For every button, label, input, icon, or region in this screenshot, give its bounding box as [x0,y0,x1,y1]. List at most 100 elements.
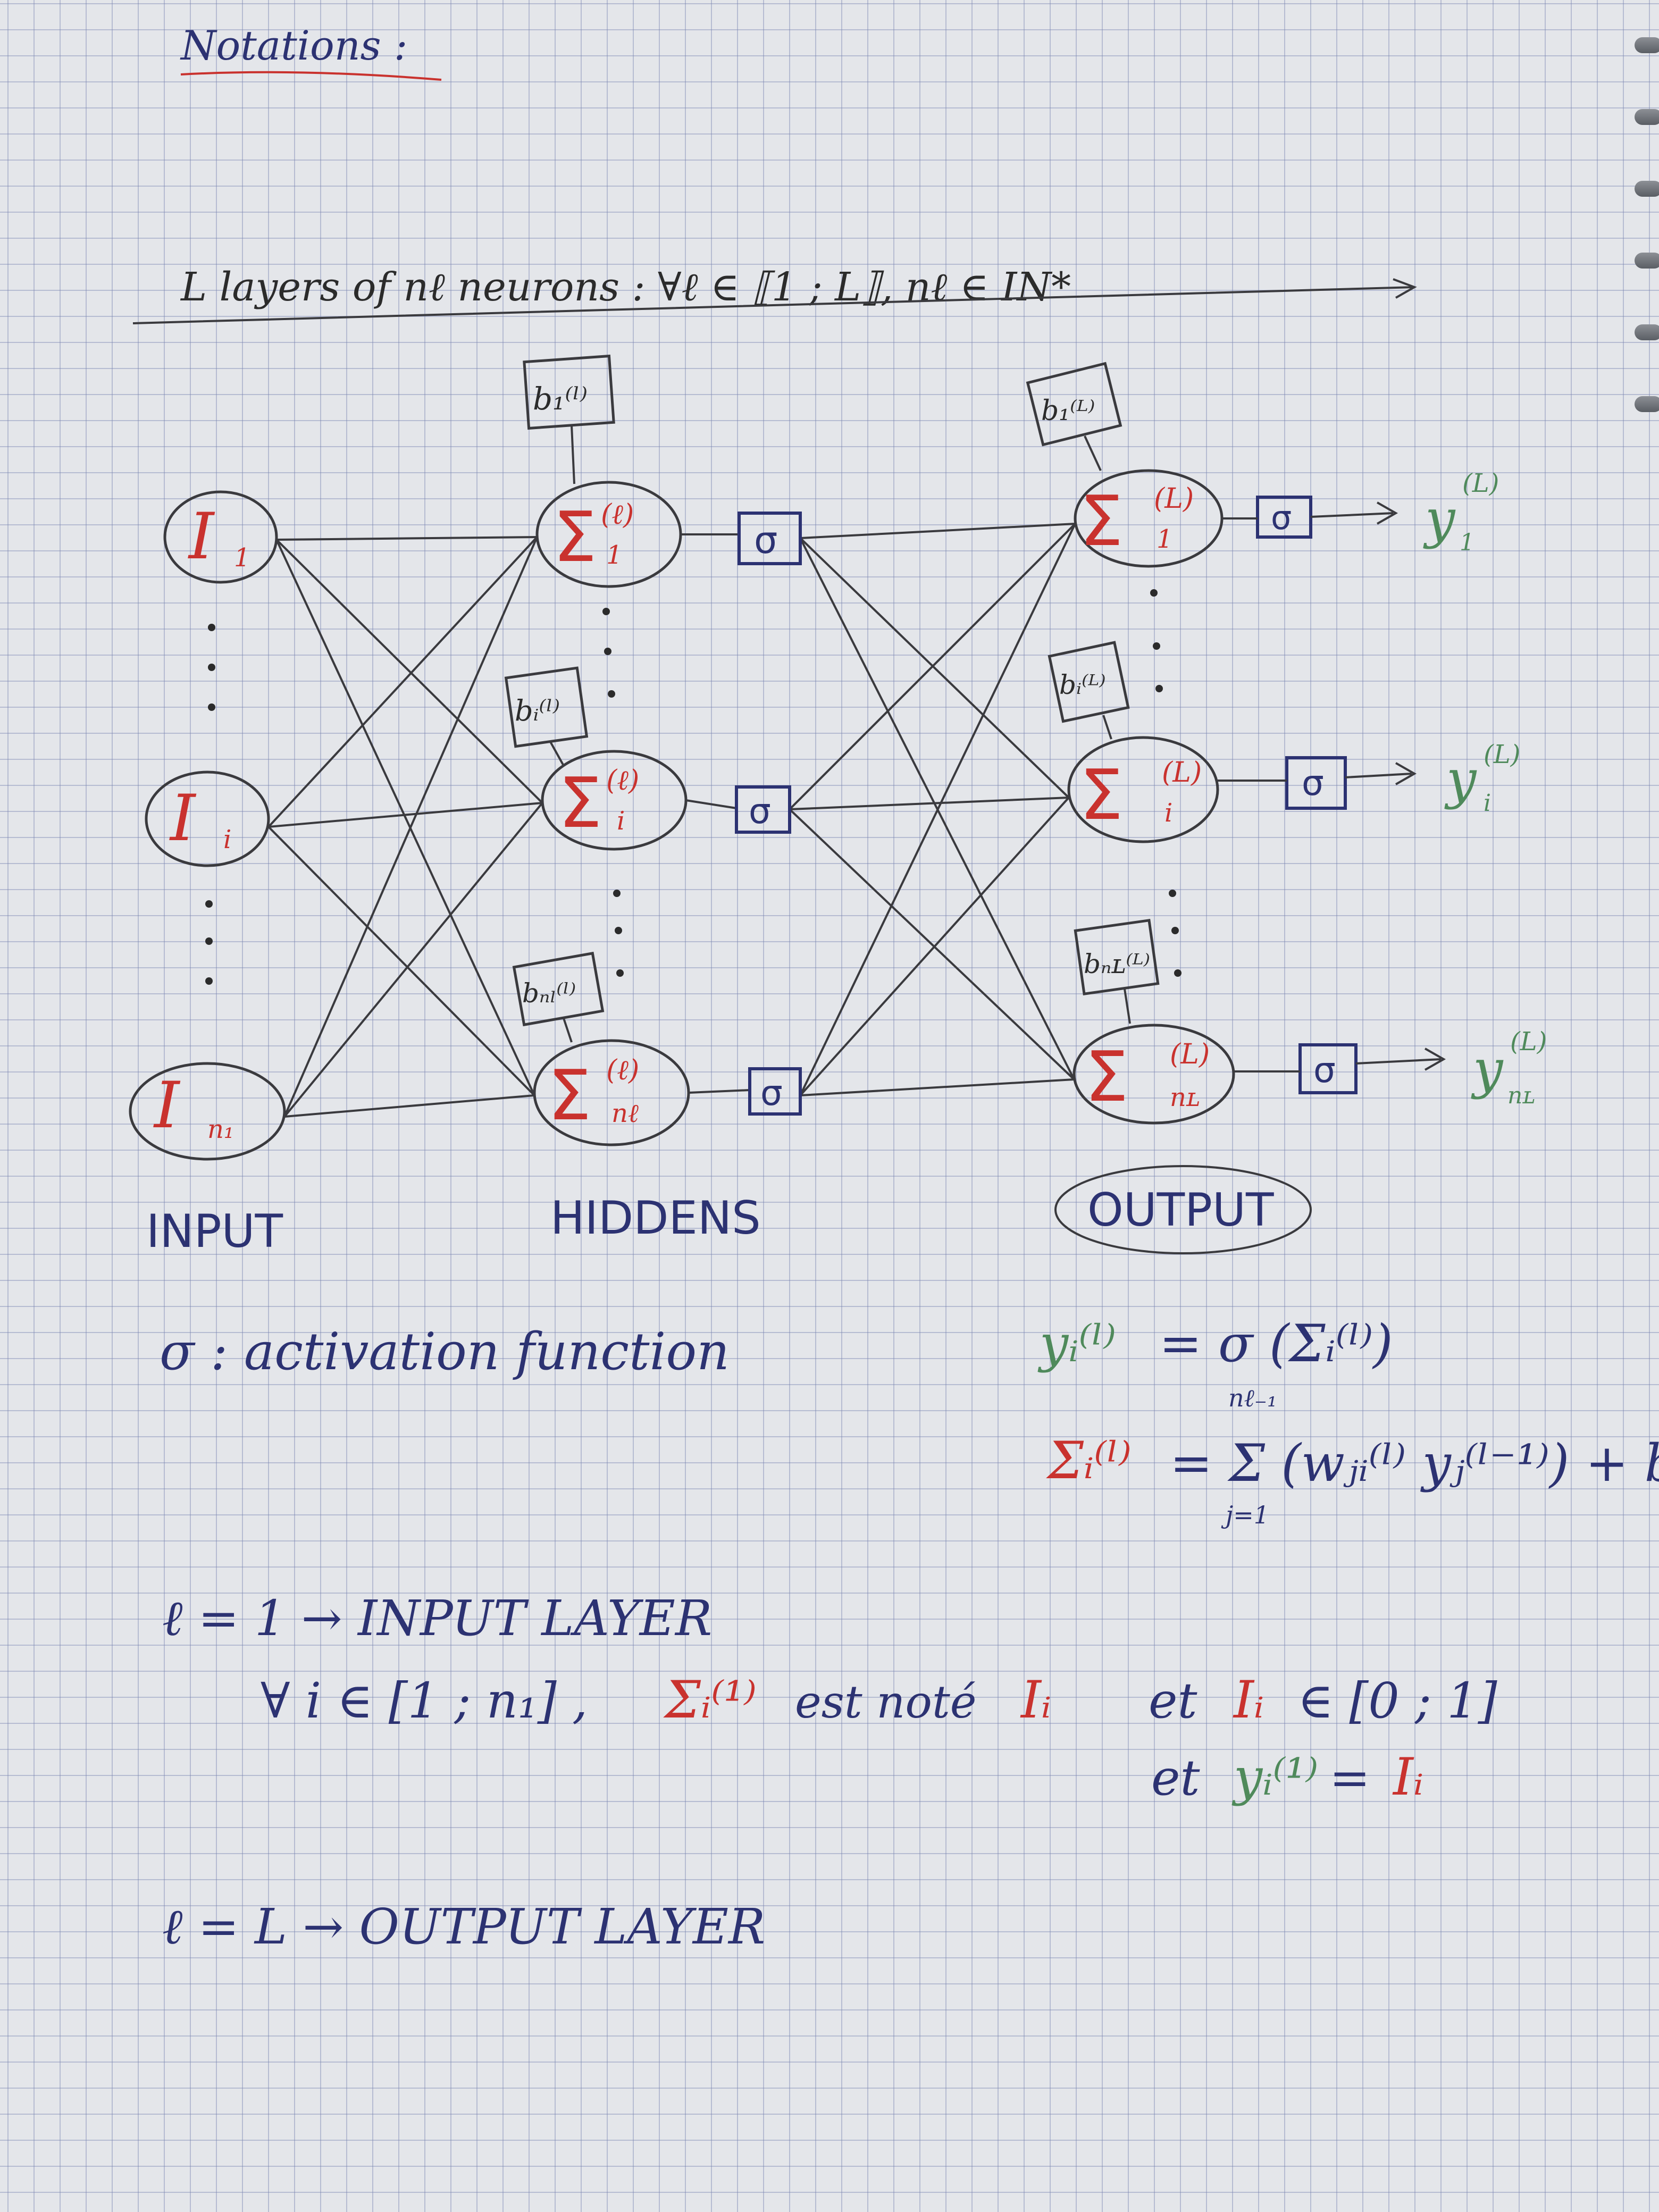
hidden-neuron-1: Σ (ℓ) 1 [535,481,682,588]
layers-description: L layers of nℓ neurons : ∀ℓ ∈ ⟦1 ; L⟧, n… [180,264,1071,310]
hidden-output-connection [789,808,1075,1080]
output-y-sub: nʟ [1507,1082,1535,1109]
formula-y-lhs: yᵢ⁽ˡ⁾ [1037,1314,1116,1373]
output-sub: i [1164,798,1172,828]
input-hidden-connection [276,536,538,541]
hidden-bias-1: b₁⁽ˡ⁾ [523,354,615,484]
layers-arrow [132,278,1417,324]
output-bias-nL: bₙʟ⁽ᴸ⁾ [1074,919,1160,1024]
output-y-sup: (L) [1462,468,1499,498]
bias-label: b₁⁽ˡ⁾ [533,381,588,417]
output-bias-1: b₁⁽ᴸ⁾ [1026,362,1122,471]
input-layer-eq: = [1329,1749,1370,1806]
input-index: 1 [234,543,250,573]
hidden-neuron-nl: Σ (ℓ) nℓ [533,1039,690,1146]
ellipsis-dots [205,589,1182,985]
input-symbol: I [153,1069,181,1143]
input-layer-note: est noté [795,1676,976,1728]
input-layer-line1: ℓ = 1 → INPUT LAYER [162,1590,712,1647]
hidden-bias-i: bᵢ⁽ˡ⁾ [504,666,589,766]
hidden-output-connection [799,523,1076,1096]
output-y-symbol: y [1444,748,1477,810]
output-bias-i: bᵢ⁽ᴸ⁾ [1048,641,1130,740]
input-hidden-connection [267,536,538,828]
input-symbol: I [188,500,215,574]
bias-label: bᵢ⁽ˡ⁾ [515,694,560,727]
heading: Notations : [180,22,407,69]
output-sum-symbol: Σ [1079,481,1123,562]
hidden-activation-connection [688,1089,750,1094]
hidden-activation-connection [685,799,737,809]
hidden-sum-symbol: Σ [553,497,597,577]
output-y-sup: (L) [1510,1027,1547,1057]
output-label-circle [1054,1165,1312,1254]
hidden-output-connection [800,1078,1075,1096]
hidden-output-connection [800,523,1076,539]
formula-sum-rhs: = Σ (wⱼᵢ⁽ˡ⁾ yⱼ⁽ˡ⁻¹⁾) + b [1170,1434,1659,1493]
hidden-activation-i: σ [735,785,791,834]
input-hidden-connection [283,802,543,1118]
input-hidden-connection [284,1094,535,1118]
hidden-sup: (ℓ) [606,1054,639,1086]
hidden-output-connection [799,537,1070,799]
input-layer-et2: et [1151,1749,1200,1806]
output-activation-nL: σ y (L) nʟ [1234,1027,1547,1109]
output-y-symbol: y [1471,1038,1504,1100]
input-layer-sigma: Σᵢ⁽¹⁾ [663,1670,757,1730]
label-input: INPUT [146,1205,283,1258]
output-y-sup: (L) [1484,740,1520,769]
formula-sum-lower: j=1 [1221,1501,1269,1529]
activation-symbol: σ [1271,498,1292,537]
formula-y-rhs: = σ (Σᵢ⁽ˡ⁾) [1159,1314,1393,1373]
output-y-symbol: y [1423,488,1456,550]
spiral-coil [1635,396,1659,412]
input-symbol: I [169,782,197,856]
hidden-output-connection [789,797,1069,810]
output-neuron-i: Σ (L) i [1067,736,1219,843]
bias-label: bᵢ⁽ᴸ⁾ [1059,669,1106,700]
input-index: n₁ [207,1115,234,1144]
formula-sum-upper: nℓ₋₁ [1228,1384,1277,1412]
hidden-sub: nℓ [611,1099,639,1128]
hidden-output-connection [799,797,1070,1096]
label-output: OUTPUT [1087,1184,1274,1237]
bias-label: bₙₗ⁽ˡ⁾ [522,978,576,1009]
input-hidden-connection [275,539,535,1096]
formula-sum-lhs: Σᵢ⁽ˡ⁾ [1046,1431,1132,1490]
input-hidden-connection [267,826,535,1096]
label-hiddens: HIDDENS [550,1192,761,1245]
hidden-activation-nl: σ [748,1067,802,1116]
output-sup: (L) [1170,1038,1210,1070]
output-neuron-1: Σ (L) 1 [1074,469,1224,568]
input-neuron-n1: I n₁ [129,1062,286,1161]
input-layer-forall: ∀ i ∈ [1 ; n₁] , [261,1672,588,1729]
hidden-output-connection [789,523,1076,810]
activation-symbol: σ [1313,1050,1336,1091]
input-layer-I3: Iᵢ [1392,1747,1423,1807]
output-layer-line: ℓ = L → OUTPUT LAYER [162,1898,765,1955]
bias-label: bₙʟ⁽ᴸ⁾ [1084,949,1150,979]
heading-underline [180,71,442,81]
hidden-neuron-i: Σ (ℓ) i [541,750,688,851]
spiral-coil [1635,253,1659,269]
activation-symbol: σ [1302,763,1324,803]
input-layer-y: yᵢ⁽¹⁾ [1231,1747,1318,1807]
output-sup: (L) [1154,483,1194,515]
output-neuron-nL: Σ (L) nʟ [1073,1024,1235,1125]
spiral-coil [1635,37,1659,53]
activation-symbol: σ [749,791,771,832]
hidden-bias-nl: bₙₗ⁽ˡ⁾ [512,951,605,1043]
hidden-sum-symbol: Σ [548,1055,591,1136]
sigma-definition: σ : activation function [160,1322,730,1381]
activation-symbol: σ [760,1073,783,1113]
hidden-sub: 1 [606,540,623,570]
input-layer-et: et [1149,1672,1197,1729]
hidden-sup: (ℓ) [601,499,634,531]
hidden-sup: (ℓ) [606,765,639,797]
output-activation-1: σ y (L) 1 [1223,468,1499,556]
bias-label: b₁⁽ᴸ⁾ [1041,395,1095,427]
input-layer-I: Iᵢ [1020,1670,1051,1730]
output-activation-i: σ y (L) i [1218,740,1520,817]
